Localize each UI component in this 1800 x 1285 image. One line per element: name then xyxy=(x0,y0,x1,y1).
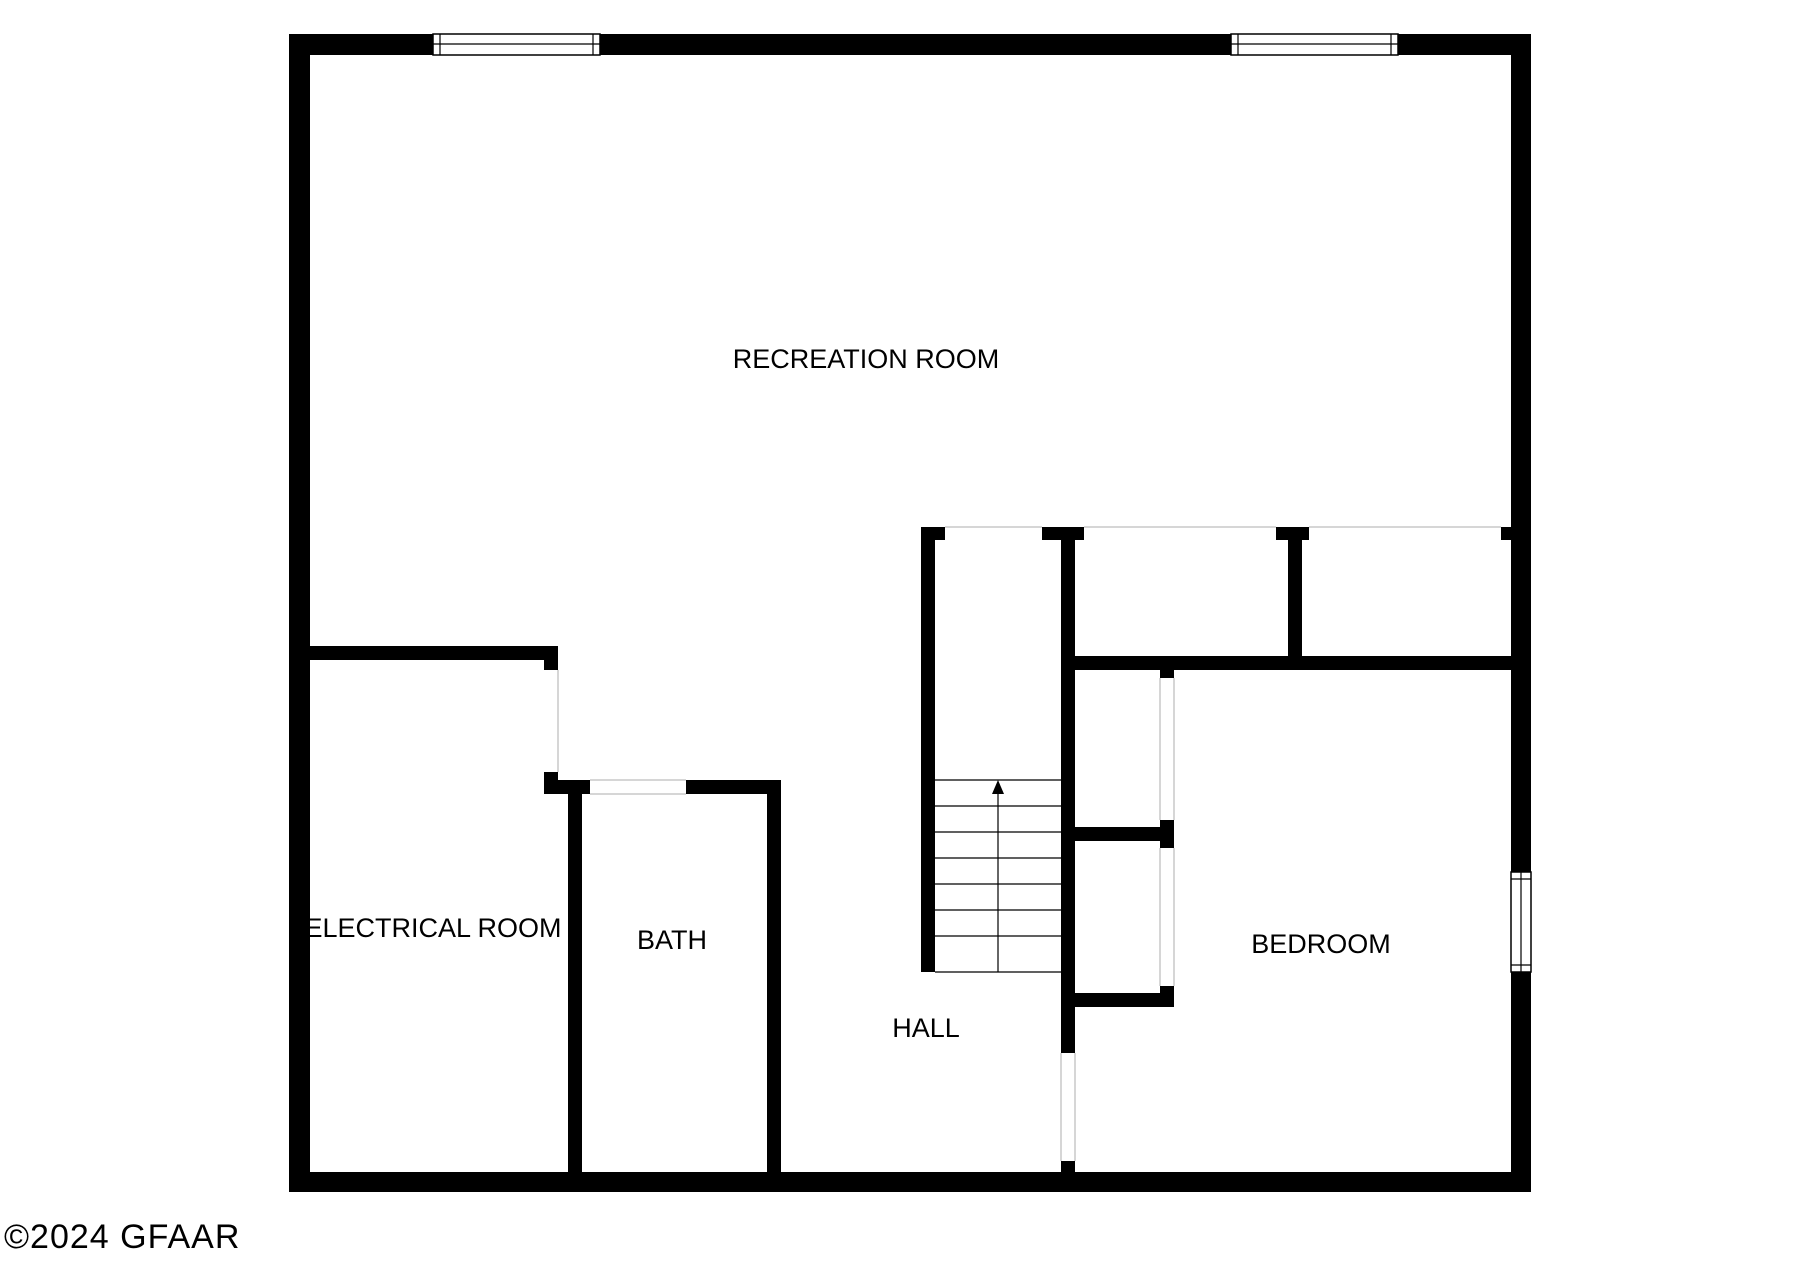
wall-closet-b-bottom xyxy=(1061,993,1174,1007)
window-bedroom xyxy=(1510,871,1532,973)
wall-closet-right-stub xyxy=(1501,527,1513,540)
interior-walls xyxy=(289,527,1513,1172)
window-top-left xyxy=(432,33,601,56)
windows xyxy=(432,33,1532,973)
wall-closet-a-right-top xyxy=(1160,656,1174,678)
room-labels: RECREATION ROOM ELECTRICAL ROOM BATH HAL… xyxy=(304,344,1390,1043)
wall-right xyxy=(1511,34,1531,1192)
wall-bath-right xyxy=(767,780,781,1172)
window-top-right xyxy=(1230,33,1399,56)
wall-electrical-top xyxy=(289,646,558,660)
wall-stair-right xyxy=(1061,527,1075,1053)
wall-closet-a-right-mid xyxy=(1160,820,1174,848)
wall-stair-top-stub xyxy=(921,527,945,540)
wall-closet-bottom xyxy=(1061,656,1511,670)
label-recreation-room: RECREATION ROOM xyxy=(733,344,1000,374)
wall-stair-right-foot xyxy=(1061,1161,1075,1172)
wall-bath-top-right xyxy=(686,780,781,794)
wall-closet-b-right-bottom xyxy=(1160,986,1174,1007)
label-hall: HALL xyxy=(892,1013,960,1043)
copyright-watermark: ©2024 GFAAR xyxy=(4,1218,240,1256)
stair-up-arrow-icon xyxy=(992,780,1004,794)
label-electrical-room: ELECTRICAL ROOM xyxy=(304,913,561,943)
wall-closet-divider xyxy=(1061,827,1174,841)
staircase xyxy=(935,779,1061,973)
label-bath: BATH xyxy=(637,925,707,955)
door-openings xyxy=(557,526,1501,1161)
wall-bath-top-left xyxy=(544,780,590,794)
label-bedroom: BEDROOM xyxy=(1251,929,1391,959)
wall-closet-mid xyxy=(1288,527,1302,667)
wall-electrical-bath-divider xyxy=(568,780,582,1172)
wall-stair-left xyxy=(921,527,935,972)
wall-bottom xyxy=(289,1172,1531,1192)
wall-left xyxy=(289,34,310,1192)
wall-electrical-right-stub-top xyxy=(544,646,558,670)
